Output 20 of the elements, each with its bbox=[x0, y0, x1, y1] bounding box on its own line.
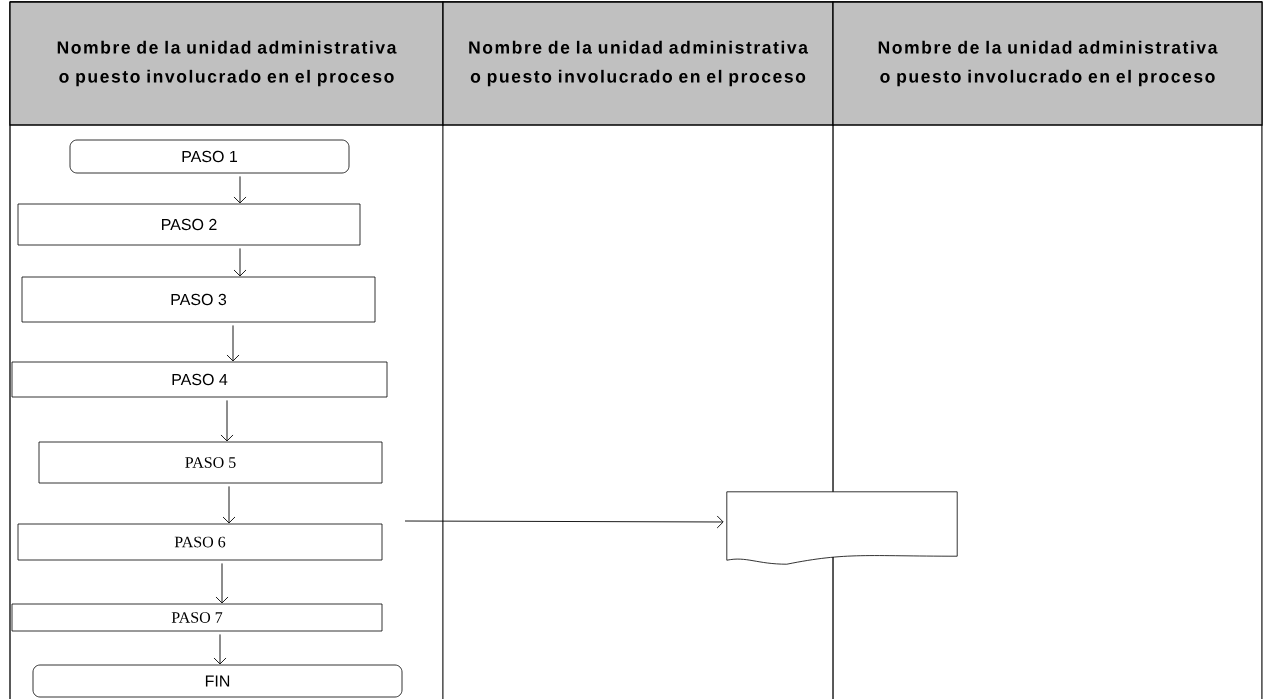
process-box: PASO 5 bbox=[38, 441, 383, 484]
terminal-box: FIN bbox=[32, 664, 403, 698]
arrow bbox=[233, 247, 247, 277]
document-shape bbox=[726, 491, 958, 565]
process-box: PASO 7 bbox=[11, 603, 383, 632]
column-header: Nombre de la unidad administrativa o puesto involucrado en el proceso bbox=[832, 1, 1263, 126]
arrow bbox=[404, 515, 724, 529]
process-box: PASO 6 bbox=[17, 523, 383, 561]
arrow bbox=[220, 399, 234, 442]
column-header: Nombre de la unidad administrativa o puesto involucrado en el proceso bbox=[442, 1, 834, 126]
arrow bbox=[213, 633, 227, 665]
process-box: PASO 3 bbox=[21, 276, 376, 323]
process-box: PASO 4 bbox=[11, 361, 388, 398]
process-box: PASO 2 bbox=[17, 203, 361, 246]
arrow bbox=[222, 485, 236, 524]
terminal-box: PASO 1 bbox=[69, 139, 350, 174]
arrow bbox=[215, 562, 229, 604]
arrow bbox=[233, 175, 247, 204]
arrow bbox=[226, 324, 240, 362]
column-header: Nombre de la unidad administrativa o puesto involucrado en el proceso bbox=[9, 1, 444, 126]
